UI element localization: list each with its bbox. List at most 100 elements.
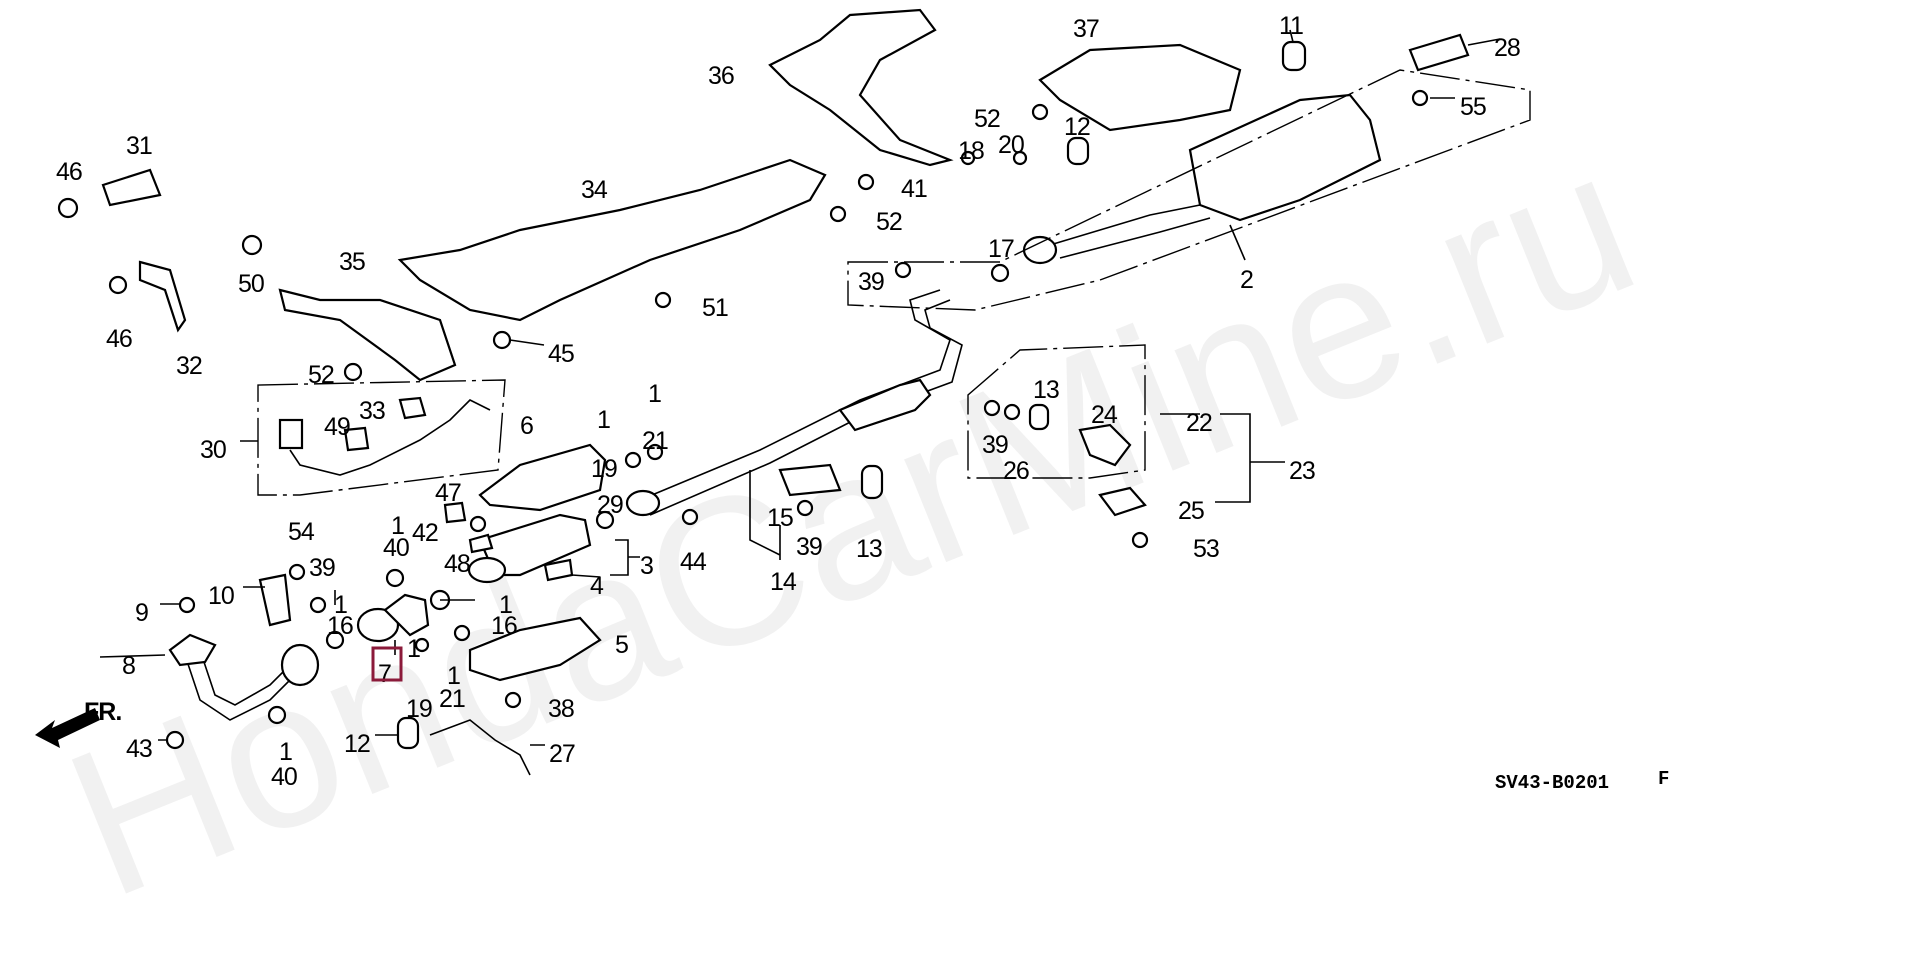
callout-part-10: 10 (208, 582, 234, 610)
front-indicator-label: FR. (84, 698, 121, 726)
front-pipe-joint (280, 643, 320, 687)
callout-part-6: 6 (520, 412, 533, 440)
callout-part-46: 46 (56, 158, 82, 186)
callout-part-19: 19 (406, 695, 432, 723)
callout-part-35: 35 (339, 248, 365, 276)
callout-part-52: 52 (974, 105, 1000, 133)
callout-part-16: 16 (491, 612, 517, 640)
callout-part-28: 28 (1494, 34, 1520, 62)
front-direction-arrow-icon (35, 708, 100, 748)
bracket-25 (1098, 486, 1147, 517)
callout-part-27: 27 (549, 740, 575, 768)
callout-part-55: 55 (1460, 93, 1486, 121)
callout-part-3: 3 (640, 552, 653, 580)
callout-part-2: 2 (1240, 266, 1253, 294)
leader-lines (99, 29, 1501, 746)
heat-shield-34 (397, 158, 827, 322)
callout-part-44: 44 (680, 548, 707, 576)
callout-part-48: 48 (444, 550, 470, 578)
highlight-box-part-7 (371, 646, 403, 682)
callout-part-13: 13 (856, 535, 882, 563)
callout-part-22: 22 (1186, 409, 1212, 437)
callout-part-1: 1 (391, 512, 404, 540)
stabilizer-group-box (967, 344, 1146, 479)
callout-part-54: 54 (288, 518, 315, 546)
callout-part-32: 32 (176, 352, 202, 380)
center-pipe-flange (625, 489, 661, 517)
mount-13 (860, 464, 884, 500)
callout-part-1: 1 (279, 738, 292, 766)
callout-part-11: 11 (1279, 12, 1303, 40)
heat-shield-6 (478, 443, 607, 512)
watermark: HondaCarMine.ru (39, 103, 1664, 942)
callout-part-12: 12 (1064, 113, 1090, 141)
callout-part-39: 39 (858, 268, 884, 296)
callout-part-18: 18 (958, 137, 984, 165)
callout-part-13: 13 (1033, 376, 1059, 404)
mount-12b (396, 716, 420, 750)
callout-part-42: 42 (412, 519, 438, 547)
callout-part-1: 1 (597, 406, 610, 434)
callout-part-5: 5 (615, 631, 628, 659)
callout-part-23: 23 (1289, 457, 1315, 485)
mount-13b (1028, 403, 1050, 431)
callout-part-21: 21 (642, 427, 668, 455)
callout-part-19: 19 (591, 455, 617, 483)
tail-pipe (1049, 204, 1211, 259)
callout-part-50: 50 (238, 270, 264, 298)
callout-part-17: 17 (988, 235, 1014, 263)
hanger-bracket-27 (429, 719, 531, 776)
heat-shield-35 (278, 288, 457, 382)
callout-part-40: 40 (271, 763, 297, 791)
muffler-2 (1188, 93, 1382, 222)
gasket-flange-7 (356, 607, 400, 643)
callout-part-4: 4 (590, 572, 604, 600)
callout-part-31: 31 (126, 132, 152, 160)
callout-part-52: 52 (876, 208, 902, 236)
callout-part-1: 1 (334, 591, 347, 619)
callout-part-1: 1 (499, 591, 512, 619)
callout-part-46: 46 (106, 325, 132, 353)
callout-part-39: 39 (796, 533, 822, 561)
callout-part-47: 47 (435, 479, 461, 507)
mount-11 (1281, 40, 1307, 72)
mount-12 (1066, 136, 1090, 166)
callout-part-1: 1 (407, 635, 420, 663)
pipe-finisher-28 (1408, 33, 1470, 72)
pipe-group-box (847, 69, 1531, 311)
callout-part-43: 43 (126, 735, 152, 763)
callout-part-20: 20 (998, 131, 1024, 159)
fasteners (57, 89, 1429, 750)
callout-part-41: 41 (901, 175, 927, 203)
callout-part-9: 9 (135, 599, 148, 627)
callout-part-49: 49 (324, 413, 350, 441)
front-pipe-flange (168, 633, 217, 667)
callout-part-29: 29 (597, 491, 623, 519)
front-pipe-8 (184, 649, 301, 721)
callout-part-7: 7 (378, 660, 391, 688)
callout-part-51: 51 (702, 294, 728, 322)
callout-part-52: 52 (308, 361, 334, 389)
callout-part-34: 34 (581, 176, 608, 204)
sensor-connector (278, 418, 304, 450)
callout-part-15: 15 (767, 504, 793, 532)
center-pipe (639, 289, 963, 516)
callout-part-40: 40 (383, 534, 409, 562)
callout-part-1: 1 (447, 662, 460, 690)
converter-flange (467, 556, 507, 584)
callout-part-39: 39 (309, 554, 335, 582)
flange-pipe-7 (383, 593, 430, 637)
callout-part-1: 1 (648, 380, 661, 408)
callout-part-45: 45 (548, 340, 574, 368)
diagram-code: SV43-B0201 (1495, 772, 1609, 794)
callout-part-26: 26 (1003, 457, 1029, 485)
stabilizer-24 (1078, 423, 1132, 467)
heat-shield-37 (1038, 43, 1242, 132)
callout-part-33: 33 (359, 397, 385, 425)
part-shapes (35, 8, 1531, 776)
heat-shield-36 (768, 8, 954, 167)
callout-part-16: 16 (327, 612, 353, 640)
callout-part-14: 14 (770, 568, 797, 596)
oxygen-sensor-harness (289, 399, 491, 476)
